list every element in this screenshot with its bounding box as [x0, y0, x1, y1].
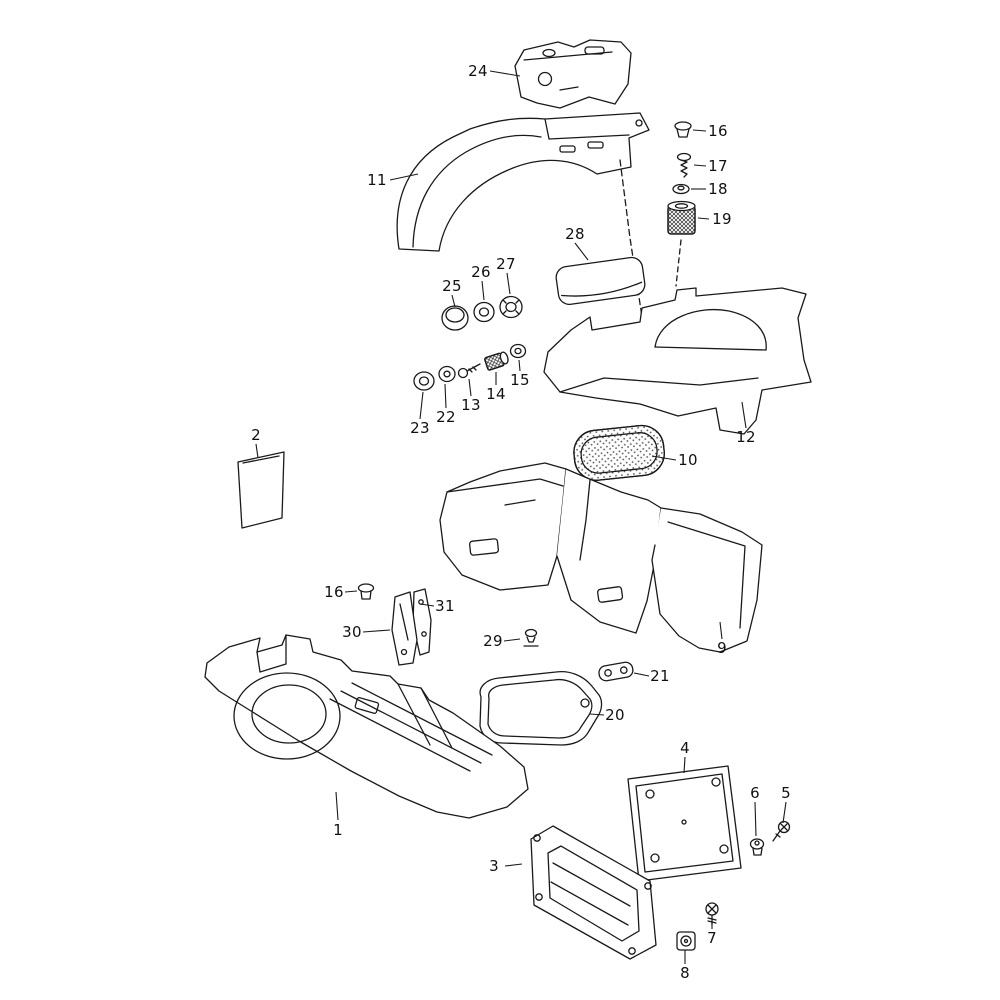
part-14-sleeve	[484, 351, 509, 371]
leader-line-27	[506, 272, 511, 295]
part-26-grommet	[473, 301, 495, 323]
leader-line-19	[697, 217, 710, 220]
part-30-pillar-trim	[391, 591, 418, 666]
part-19-sleeve	[667, 200, 696, 235]
leader-line-21	[633, 672, 650, 677]
part-10-insulation-pad	[573, 424, 665, 481]
leader-line-6	[754, 801, 757, 837]
leader-line-3	[504, 863, 523, 867]
leader-line-26	[481, 280, 485, 301]
leader-line-29	[503, 638, 521, 642]
leader-line-23	[419, 391, 424, 420]
leader-line-2	[255, 443, 259, 459]
leader-line-20	[589, 713, 605, 716]
part-11-wheel-arch-liner	[396, 112, 650, 252]
leader-line-28	[574, 242, 589, 261]
alignment-dashed-line-2	[675, 239, 682, 287]
leader-line-24	[489, 70, 521, 77]
part-24-shelf-bracket	[514, 39, 632, 109]
part-12-rear-carpet	[543, 287, 812, 435]
part-16-clip	[674, 121, 692, 138]
leader-line-22	[444, 383, 447, 409]
part-13-screw	[457, 363, 481, 379]
leader-line-16	[344, 590, 358, 593]
part-3-mounting-frame	[530, 825, 657, 960]
part-23-grommet	[413, 371, 435, 391]
part-22-washer	[438, 365, 456, 383]
leader-line-15	[518, 359, 521, 372]
leader-line-4	[683, 756, 686, 774]
leader-line-30	[362, 629, 391, 633]
part-27-grommet	[499, 295, 523, 319]
part-28-pad	[555, 256, 646, 306]
leader-line-25	[451, 294, 456, 308]
part-7-screw	[705, 902, 719, 926]
part-9-floor-carpet	[439, 462, 763, 653]
part-18-washer	[672, 183, 690, 195]
part-15-ring	[509, 343, 527, 359]
leader-line-5	[782, 801, 787, 824]
leader-line-12	[741, 401, 747, 429]
part-29-fastener	[523, 628, 539, 647]
part-5-screw	[772, 820, 791, 842]
leader-lines	[255, 70, 787, 964]
part-2-panel	[237, 451, 285, 529]
leader-line-9	[719, 621, 723, 640]
part-17-screw	[676, 152, 692, 178]
leader-line-31	[419, 603, 435, 607]
leader-line-13	[468, 378, 472, 397]
part-4-panel	[627, 765, 742, 882]
part-31-trim-strip	[412, 588, 432, 656]
part-16b-clip	[357, 583, 375, 600]
alignment-dashed-line	[619, 159, 645, 331]
part-25-cap	[441, 305, 469, 331]
part-1-floor-pan-carpet	[204, 634, 529, 819]
leader-line-11	[389, 173, 419, 181]
part-6-grommet	[749, 838, 765, 856]
leader-line-17	[693, 164, 707, 167]
leader-line-16	[692, 129, 707, 132]
leader-line-1	[335, 791, 339, 821]
part-21-bracket	[598, 661, 634, 682]
leader-line-10	[651, 455, 677, 461]
part-8-nut	[676, 931, 696, 951]
part-20-floor-mat	[479, 670, 603, 746]
